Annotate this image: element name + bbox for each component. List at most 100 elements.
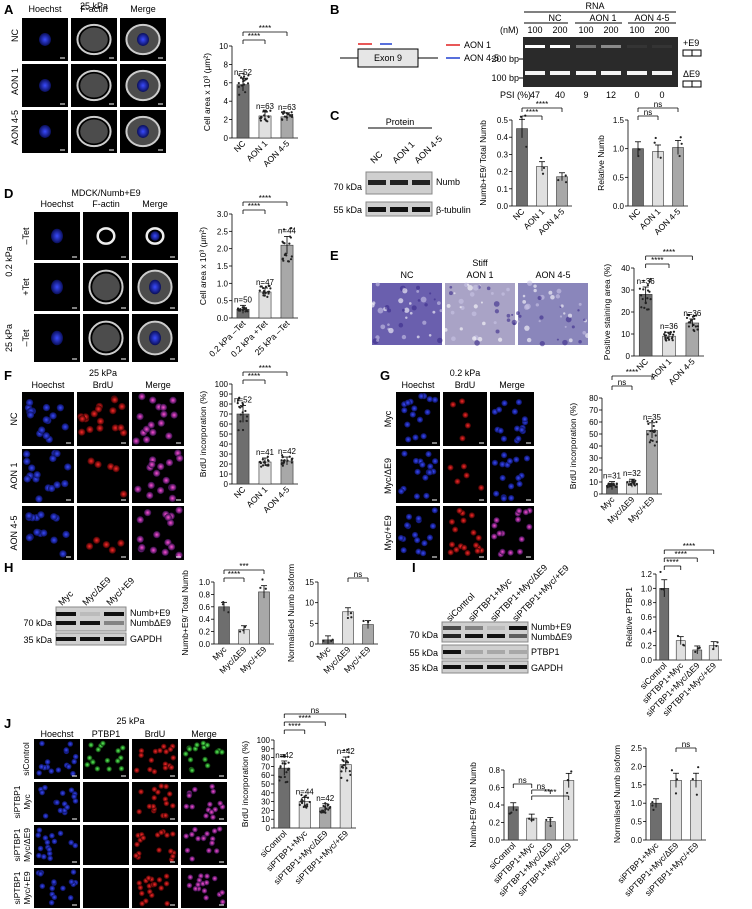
data-point [247,74,250,77]
data-point [649,429,652,433]
tissue-speck [446,303,451,308]
tissue-speck [565,316,572,323]
nucleus-blob [398,488,405,495]
cell-outline [76,23,112,56]
nucleus-blob [211,875,218,882]
nucleus-blob [53,450,61,458]
blot-band [443,650,461,654]
nucleus-blob [516,480,523,488]
panel-label-e: E [330,248,339,263]
nucleus-blob [405,436,412,443]
nucleus-blob [189,767,195,774]
nucleus-blob [42,432,50,440]
psi-value: 47 [530,90,540,100]
nucleus-blob [518,536,525,543]
tissue-speck [522,300,527,304]
nucleus-blob [49,454,57,463]
nucleus-blob [165,458,174,467]
cell-outline [96,227,116,245]
y-tick-label: 0.0 [631,836,643,845]
cell-body [80,73,108,98]
nucleus-blob [39,883,46,889]
data-point [322,804,325,808]
nucleus-blob [508,494,515,502]
n-label: n=36 [637,277,656,286]
row-label: Myc/ΔE9 [22,828,32,862]
sig-label: ns [518,776,526,785]
n-label: n=31 [603,472,622,481]
tissue-speck [482,321,486,326]
y-tick-label: 10 [219,470,228,479]
data-point [303,804,307,807]
nucleus-blob [108,546,117,554]
tissue-speck [408,302,412,305]
data-point [662,588,665,591]
nucleus-blob [67,895,74,901]
kda-marker: 70 kDa [409,630,438,640]
tissue-speck [506,287,510,292]
micrograph-tile [34,263,80,311]
nucleus-blob [96,417,105,425]
kda-marker: 70 kDa [23,618,52,628]
data-point [669,331,672,334]
nucleus-blob [186,792,193,799]
data-point [693,317,696,320]
nucleus-blob [26,411,35,419]
data-point [687,314,691,317]
data-point [712,647,715,651]
blot-band [412,207,430,212]
data-point [260,465,263,468]
nucleus-blob [62,530,70,539]
histology-image [370,282,443,345]
column-header: Hoechst [40,729,74,739]
micrograph-tile [181,739,227,779]
data-point [245,419,248,423]
nucleus-blob [59,790,66,796]
data-point [239,308,242,311]
blot-band [390,180,408,185]
data-point [646,297,649,300]
nucleus-blob [49,412,57,420]
column-header: AON 1 [466,270,493,280]
blot-band [412,180,430,185]
nucleus-blob [459,435,466,442]
nucleus-blob [46,850,53,857]
band-label: ΔE9 [683,69,700,79]
nucleus-blob [37,871,44,877]
data-point [241,411,244,414]
nucleus-blob [164,832,170,839]
row-label: Myc/+E9 [383,515,393,550]
nucleus-blob [158,829,165,836]
cell-body [92,324,120,352]
blot-band [368,180,386,185]
data-point [283,459,286,462]
micrograph-tile [77,449,129,503]
nucleus-blob [90,410,98,418]
tissue-speck [550,294,555,300]
nucleus-blob [462,411,469,419]
y-tick-label: 20 [621,308,630,317]
blot-band [80,612,100,616]
nucleus-blob [25,534,34,542]
data-point [258,289,261,292]
tissue-speck [402,308,406,312]
data-point [222,600,225,604]
data-point [670,337,674,340]
tissue-speck [495,329,500,334]
data-point [261,464,265,467]
blot-strip [441,621,529,643]
nucleus-blob [424,409,431,416]
tissue-speck [498,337,503,342]
data-point [263,114,266,117]
nucleus-blob [464,549,471,557]
y-tick-label: 1.0 [217,279,229,288]
y-axis-label: Numb+E9/ Total Numb [180,570,190,656]
nucleus-blob [208,809,215,815]
y-tick-label: 0.1 [497,185,509,194]
nucleus-blob [166,791,173,797]
data-point [290,461,293,464]
data-point [238,93,241,96]
tissue-speck [535,303,539,307]
category-label: NC [627,206,643,222]
sig-label: ns [311,706,319,715]
